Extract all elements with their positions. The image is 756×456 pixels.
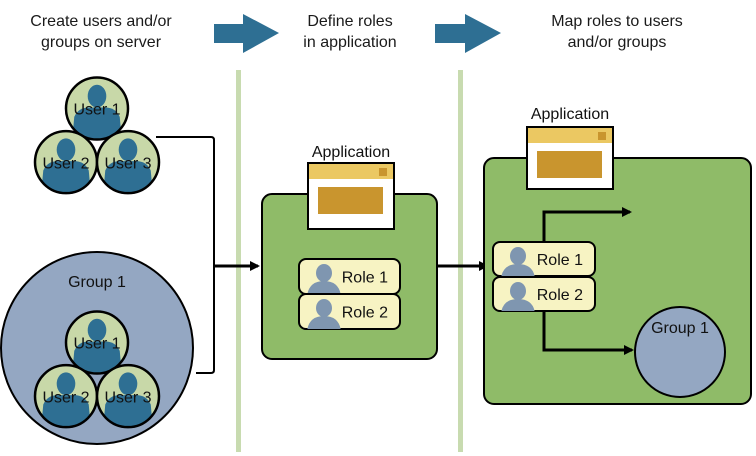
user-silhouette-icon bbox=[103, 138, 153, 194]
right-group-label: Group 1 bbox=[651, 320, 709, 337]
middle-role-1: Role 1 bbox=[298, 258, 401, 295]
divider-2 bbox=[458, 70, 463, 452]
step-arrow-icon-1 bbox=[214, 14, 279, 53]
group-label: Group 1 bbox=[68, 274, 126, 291]
step3-title-line2: and/or groups bbox=[568, 34, 667, 51]
step2-title-line1: Define roles bbox=[307, 13, 392, 30]
role-label: Role 1 bbox=[342, 270, 388, 287]
app-label-right: Application bbox=[531, 106, 609, 123]
right-role-2: Role 2 bbox=[492, 276, 596, 312]
user-silhouette-icon bbox=[103, 372, 153, 428]
step-arrow-icon-2 bbox=[435, 14, 501, 53]
left-user-1: User 1 bbox=[64, 76, 130, 141]
user-label: User 3 bbox=[104, 389, 151, 406]
step2-title-line2: in application bbox=[303, 34, 396, 51]
step3-title-line1: Map roles to users bbox=[551, 13, 683, 30]
user-silhouette-icon bbox=[72, 318, 122, 374]
divider-1 bbox=[236, 70, 241, 452]
connector-bracket bbox=[156, 136, 215, 374]
role-person-icon bbox=[307, 299, 341, 329]
right-group-circle bbox=[634, 306, 726, 398]
role-person-icon bbox=[501, 247, 535, 276]
user-label: User 1 bbox=[73, 336, 120, 353]
left-group-user-3: User 3 bbox=[95, 363, 161, 429]
user-silhouette-icon bbox=[41, 372, 91, 428]
user-label: User 2 bbox=[42, 155, 89, 172]
left-user-2: User 2 bbox=[33, 129, 99, 195]
role-person-icon bbox=[501, 282, 535, 311]
step1-title-line2: groups on server bbox=[41, 34, 162, 51]
role-label: Role 2 bbox=[342, 305, 388, 322]
middle-role-2: Role 2 bbox=[298, 293, 401, 330]
role-label: Role 2 bbox=[537, 287, 583, 304]
user-label: User 2 bbox=[42, 389, 89, 406]
app-label-middle: Application bbox=[312, 144, 390, 161]
left-group-user-1: User 1 bbox=[64, 310, 130, 375]
left-group-user-2: User 2 bbox=[33, 363, 99, 429]
role-person-icon bbox=[307, 264, 341, 294]
app-window-icon-right bbox=[526, 126, 614, 190]
user-label: User 3 bbox=[104, 155, 151, 172]
role-label: Role 1 bbox=[537, 252, 583, 269]
mapping-arrow-role1-to-users bbox=[542, 207, 632, 242]
mapping-arrow-role2-to-group bbox=[542, 312, 634, 355]
left-user-3: User 3 bbox=[95, 129, 161, 195]
app-window-icon-middle bbox=[307, 162, 395, 230]
user-silhouette-icon bbox=[41, 138, 91, 194]
user-silhouette-icon bbox=[72, 84, 122, 140]
step1-title-line1: Create users and/or bbox=[30, 13, 172, 30]
user-label: User 1 bbox=[73, 102, 120, 119]
right-role-1: Role 1 bbox=[492, 241, 596, 277]
